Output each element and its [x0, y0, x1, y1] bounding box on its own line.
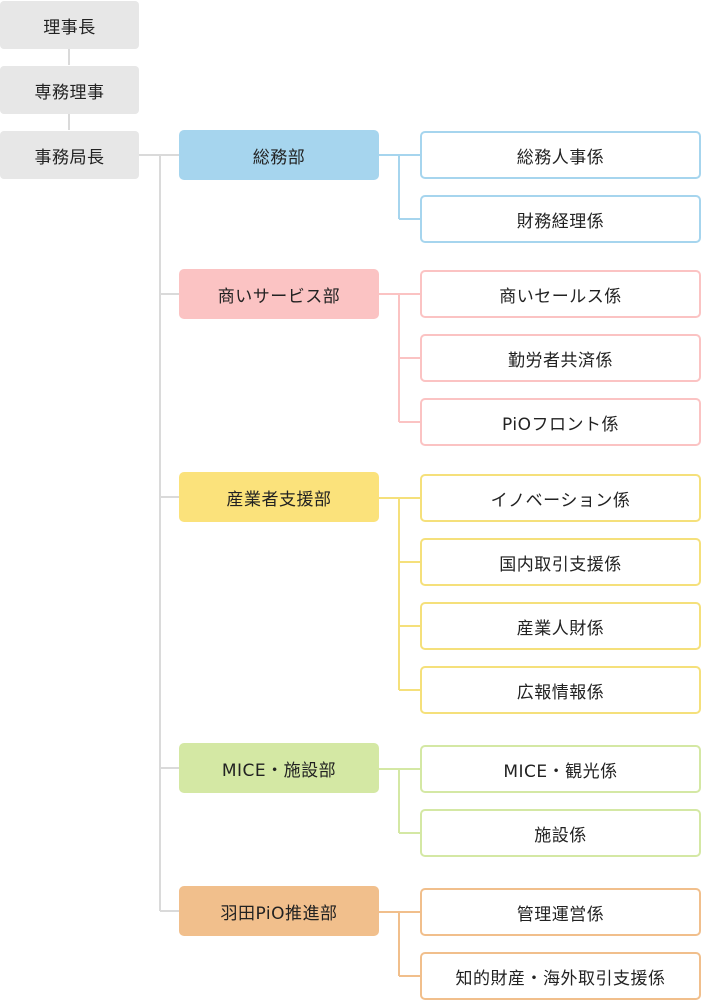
connector-dept3-sec4	[399, 689, 420, 691]
connector-dept5-sec2	[399, 975, 420, 977]
connector-exec-2	[68, 114, 70, 130]
connector-dept1-sec2	[399, 218, 420, 220]
connector-dept4-sec2	[399, 832, 420, 834]
connector-dept4-vertical	[398, 769, 400, 833]
section-domestic-trade: 国内取引支援係	[420, 538, 701, 586]
section-pio-front: PiOフロント係	[420, 398, 701, 446]
section-management: 管理運営係	[420, 888, 701, 936]
connector-dept5-vertical	[398, 912, 400, 976]
dept-mice-facilities: MICE・施設部	[179, 743, 379, 793]
dept-industry-support: 産業者支援部	[179, 472, 379, 522]
section-ip-overseas-trade: 知的財産・海外取引支援係	[420, 952, 701, 1000]
connector-dept2-sec3	[399, 421, 420, 423]
section-pr-info: 広報情報係	[420, 666, 701, 714]
section-facilities: 施設係	[420, 809, 701, 857]
section-mice-tourism: MICE・観光係	[420, 745, 701, 793]
section-innovation: イノベーション係	[420, 474, 701, 522]
connector-dept-4	[160, 767, 179, 769]
connector-dept3-vertical	[398, 498, 400, 690]
connector-trunk	[159, 155, 161, 911]
connector-exec-1	[68, 49, 70, 65]
section-finance: 財務経理係	[420, 195, 701, 243]
dept-general-affairs: 総務部	[179, 130, 379, 180]
connector-dept1-vertical	[398, 155, 400, 219]
section-worker-mutual-aid: 勤労者共済係	[420, 334, 701, 382]
dept-business-services: 商いサービス部	[179, 269, 379, 319]
connector-dept-2	[160, 293, 179, 295]
section-industrial-talent: 産業人財係	[420, 602, 701, 650]
connector-dept3-sec3	[399, 625, 420, 627]
connector-dept-5	[160, 910, 179, 912]
dept-haneda-pio: 羽田PiO推進部	[179, 886, 379, 936]
section-general-hr: 総務人事係	[420, 131, 701, 179]
exec-senior-director: 専務理事	[0, 66, 139, 114]
section-business-sales: 商いセールス係	[420, 270, 701, 318]
connector-dept3-sec2	[399, 561, 420, 563]
connector-dept2-sec2	[399, 357, 420, 359]
connector-dept-3	[160, 496, 179, 498]
exec-chairman: 理事長	[0, 1, 139, 49]
exec-secretary-general: 事務局長	[0, 131, 139, 179]
